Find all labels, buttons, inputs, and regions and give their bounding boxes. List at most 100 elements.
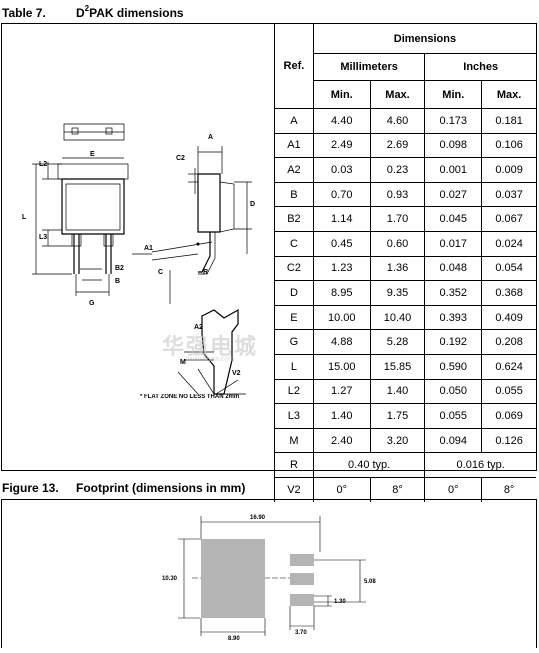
cell-in-min: 0.017 [424, 230, 483, 257]
cell-in-min: 0.352 [424, 280, 483, 306]
cell-in-max: 8° [481, 476, 536, 502]
label-C: C [158, 269, 164, 276]
label-B: B [115, 278, 121, 285]
cell-mm-min: 4.40 [312, 108, 371, 134]
cell-mm-typ: 0.40 typ. [312, 452, 426, 478]
label-M: M [180, 359, 186, 366]
label-E: E [90, 151, 95, 158]
cell-in-min: 0.192 [424, 329, 483, 355]
table-7-frame: L2 L L3 E B2 B G A C2 D A1 C R A2 M V2 *… [1, 23, 537, 502]
cell-mm-max: 1.75 [369, 403, 426, 429]
package-drawing: L2 L L3 E B2 B G A C2 D A1 C R A2 M V2 *… [2, 24, 274, 470]
side-view-body [197, 173, 221, 233]
cell-ref: A1 [274, 132, 314, 159]
cell-in-max: 0.009 [481, 157, 536, 183]
tab-pad [201, 539, 265, 618]
cell-in-min: 0.055 [424, 403, 483, 429]
cell-in-max: 0.409 [481, 304, 536, 331]
label-G: G [89, 300, 95, 307]
figure-number: Figure 13. [2, 481, 59, 495]
cell-mm-min: 0.70 [312, 181, 371, 208]
cell-in-typ: 0.016 typ. [424, 452, 536, 478]
cell-ref: D [274, 280, 314, 306]
flat-zone-note: * FLAT ZONE NO LESS THAN 2mm [140, 394, 240, 400]
dim-height: 10.30 [162, 576, 178, 582]
dim-pitch: 5.08 [364, 579, 376, 585]
cell-ref: G [274, 329, 314, 355]
header-in-max: Max. [481, 80, 536, 109]
cell-mm-min: 4.88 [312, 329, 371, 355]
watermark: 华强电城 [162, 334, 259, 359]
cell-ref: M [274, 427, 314, 454]
cell-mm-max: 15.85 [369, 353, 426, 380]
lead-pad-3 [290, 594, 314, 606]
cell-mm-max: 1.36 [369, 255, 426, 282]
label-L3: L3 [39, 234, 48, 241]
package-drawing-svg [32, 123, 252, 395]
cell-in-min: 0° [424, 476, 483, 502]
cell-in-max: 0.024 [481, 230, 536, 257]
figure-title: Footprint (dimensions in mm) [76, 481, 246, 495]
cell-mm-min: 0.03 [312, 157, 371, 183]
cell-mm-min: 0.45 [312, 230, 371, 257]
cell-mm-min: 1.27 [312, 378, 371, 405]
table-title-rest: PAK dimensions [89, 6, 184, 20]
cell-in-min: 0.094 [424, 427, 483, 454]
cell-in-min: 0.173 [424, 108, 483, 134]
cell-mm-min: 10.00 [312, 304, 371, 331]
cell-mm-min: 1.14 [312, 206, 371, 232]
cell-mm-max: 0.23 [369, 157, 426, 183]
footprint-svg: 16.90 10.30 8.90 3.70 5.08 1.30 [162, 515, 376, 642]
header-dimensions: Dimensions [312, 24, 536, 54]
cell-in-max: 0.054 [481, 255, 536, 282]
cell-in-max: 0.624 [481, 353, 536, 380]
cell-in-min: 0.050 [424, 378, 483, 405]
cell-mm-max: 0.93 [369, 181, 426, 208]
dim-pad-pitch-len: 3.70 [295, 630, 307, 636]
cell-ref: B2 [274, 206, 314, 232]
detail-view [201, 308, 239, 395]
label-R: R [203, 269, 209, 276]
cell-mm-min: 15.00 [312, 353, 371, 380]
cell-ref: L [274, 353, 314, 380]
header-millimeters: Millimeters [312, 53, 426, 81]
label-A1: A1 [144, 245, 153, 252]
label-D: D [250, 201, 256, 208]
header-in-min: Min. [424, 80, 483, 109]
label-V2: V2 [232, 370, 241, 377]
cell-in-min: 0.393 [424, 304, 483, 331]
footprint-figure: 16.90 10.30 8.90 3.70 5.08 1.30 [1, 499, 537, 648]
dim-overall-width: 16.90 [250, 515, 266, 521]
cell-in-max: 0.037 [481, 181, 536, 208]
label-L: L [22, 214, 27, 221]
label-A2: A2 [194, 324, 203, 331]
cell-in-max: 0.126 [481, 427, 536, 454]
cell-mm-max: 9.35 [369, 280, 426, 306]
cell-in-min: 0.027 [424, 181, 483, 208]
cell-in-max: 0.208 [481, 329, 536, 355]
cell-ref: C2 [274, 255, 314, 282]
watermark-url: www.hqew.com [186, 356, 235, 363]
table-number: Table 7. [2, 6, 46, 20]
cell-in-min: 0.048 [424, 255, 483, 282]
cell-ref: C [274, 230, 314, 257]
cell-mm-max: 0.60 [369, 230, 426, 257]
cell-mm-min: 2.40 [312, 427, 371, 454]
cell-in-min: 0.045 [424, 206, 483, 232]
top-view-outline [63, 123, 125, 141]
cell-mm-min: 8.95 [312, 280, 371, 306]
cell-ref: B [274, 181, 314, 208]
cell-mm-max: 5.28 [369, 329, 426, 355]
label-A: A [208, 134, 214, 141]
cell-in-max: 0.368 [481, 280, 536, 306]
